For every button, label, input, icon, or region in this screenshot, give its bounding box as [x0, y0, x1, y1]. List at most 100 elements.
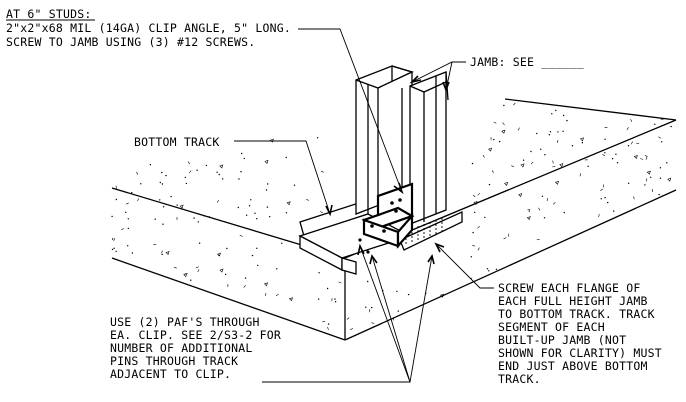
concrete-speck [115, 198, 118, 201]
concrete-dash [187, 161, 190, 165]
concrete-aggregate [501, 129, 506, 134]
concrete-speck [250, 199, 252, 201]
concrete-speck [493, 138, 495, 141]
concrete-dash [477, 225, 480, 229]
concrete-dash [350, 328, 354, 331]
concrete-speck [472, 231, 474, 234]
concrete-aggregate [440, 293, 445, 298]
concrete-speck [245, 214, 248, 216]
concrete-aggregate [286, 201, 291, 206]
concrete-speck [161, 253, 163, 256]
concrete-speck [176, 204, 178, 206]
concrete-dash [579, 173, 582, 177]
concrete-dash [239, 235, 243, 237]
concrete-dash [320, 170, 324, 173]
concrete-speck [616, 162, 619, 164]
concrete-dash [631, 141, 633, 145]
concrete-speck [111, 238, 114, 240]
concrete-speck [600, 198, 602, 200]
concrete-speck [661, 141, 663, 143]
concrete-dash [626, 127, 629, 130]
concrete-speck [266, 206, 269, 208]
concrete-dash [538, 207, 541, 211]
concrete-dash [645, 156, 648, 160]
concrete-speck [486, 268, 489, 270]
paf-note-line-4: PINS THROUGH TRACK [110, 354, 238, 368]
concrete-dash [275, 293, 279, 296]
concrete-aggregate [219, 164, 224, 169]
concrete-dash [338, 281, 342, 284]
concrete-dash [371, 322, 375, 324]
leader-lines [234, 28, 494, 383]
concrete-speck [371, 306, 373, 309]
concrete-dash [115, 185, 117, 189]
concrete-speck [196, 169, 198, 171]
concrete-speck [256, 247, 258, 249]
concrete-speck [562, 114, 565, 117]
concrete-dash [216, 199, 219, 203]
concrete-aggregate [288, 297, 293, 302]
concrete-speck [184, 176, 186, 179]
concrete-aggregate [219, 268, 224, 273]
concrete-speck [113, 247, 115, 249]
concrete-speck [543, 217, 546, 219]
concrete-speck [334, 298, 336, 300]
concrete-speck [471, 162, 474, 165]
concrete-speck [604, 197, 606, 199]
concrete-speck [198, 242, 201, 244]
concrete-speck [221, 178, 224, 180]
concrete-speck [544, 154, 546, 156]
concrete-speck [256, 218, 258, 220]
concrete-speck [251, 254, 254, 257]
concrete-aggregate [526, 216, 531, 221]
concrete-speck [161, 183, 164, 185]
concrete-speck [563, 211, 565, 214]
bottom-track-note: BOTTOM TRACK [134, 135, 219, 149]
concrete-dash [600, 188, 603, 191]
concrete-speck [470, 256, 472, 258]
concrete-dash [477, 247, 480, 251]
concrete-aggregate [165, 251, 170, 256]
concrete-dash [552, 202, 556, 205]
concrete-dash [137, 198, 140, 202]
concrete-speck [326, 287, 329, 290]
screw-flange-note-line-4: SEGMENT OF EACH [498, 320, 605, 334]
concrete-speck [658, 193, 660, 196]
concrete-speck [607, 201, 609, 204]
concrete-dash [527, 208, 531, 211]
concrete-dash [644, 155, 648, 158]
concrete-speck [248, 205, 251, 207]
concrete-speck [127, 218, 129, 220]
concrete-dash [173, 266, 177, 269]
concrete-aggregate [667, 177, 672, 182]
concrete-dash [346, 317, 350, 320]
concrete-speck [265, 189, 268, 191]
concrete-dash [502, 122, 505, 126]
paf-note-line-1: USE (2) PAF'S THROUGH [110, 315, 260, 329]
concrete-dash [195, 266, 199, 269]
concrete-speck [154, 218, 156, 220]
concrete-dash [493, 121, 497, 124]
notes: AT 6" STUDS: 2"x2"x68 MIL (14GA) CLIP AN… [6, 7, 662, 386]
concrete-speck [159, 199, 161, 201]
concrete-speck [627, 145, 630, 147]
concrete-speck [216, 171, 218, 173]
concrete-speck [197, 221, 199, 223]
concrete-speck [224, 273, 227, 276]
concrete-speck [269, 216, 271, 218]
concrete-aggregate [646, 170, 651, 175]
screw-flange-note-line-6: SHOWN FOR CLARITY) MUST [498, 346, 662, 360]
concrete-dash [530, 161, 534, 165]
concrete-speck [241, 152, 243, 155]
concrete-speck [111, 248, 114, 251]
concrete-speck [276, 268, 278, 270]
concrete-speck [613, 210, 615, 212]
concrete-stipple [111, 102, 672, 331]
concrete-speck [281, 242, 283, 244]
concrete-speck [131, 252, 134, 254]
concrete-speck [367, 280, 369, 283]
concrete-dash [306, 199, 310, 201]
concrete-speck [127, 245, 129, 247]
concrete-dash [472, 244, 476, 247]
concrete-dash [602, 184, 605, 188]
